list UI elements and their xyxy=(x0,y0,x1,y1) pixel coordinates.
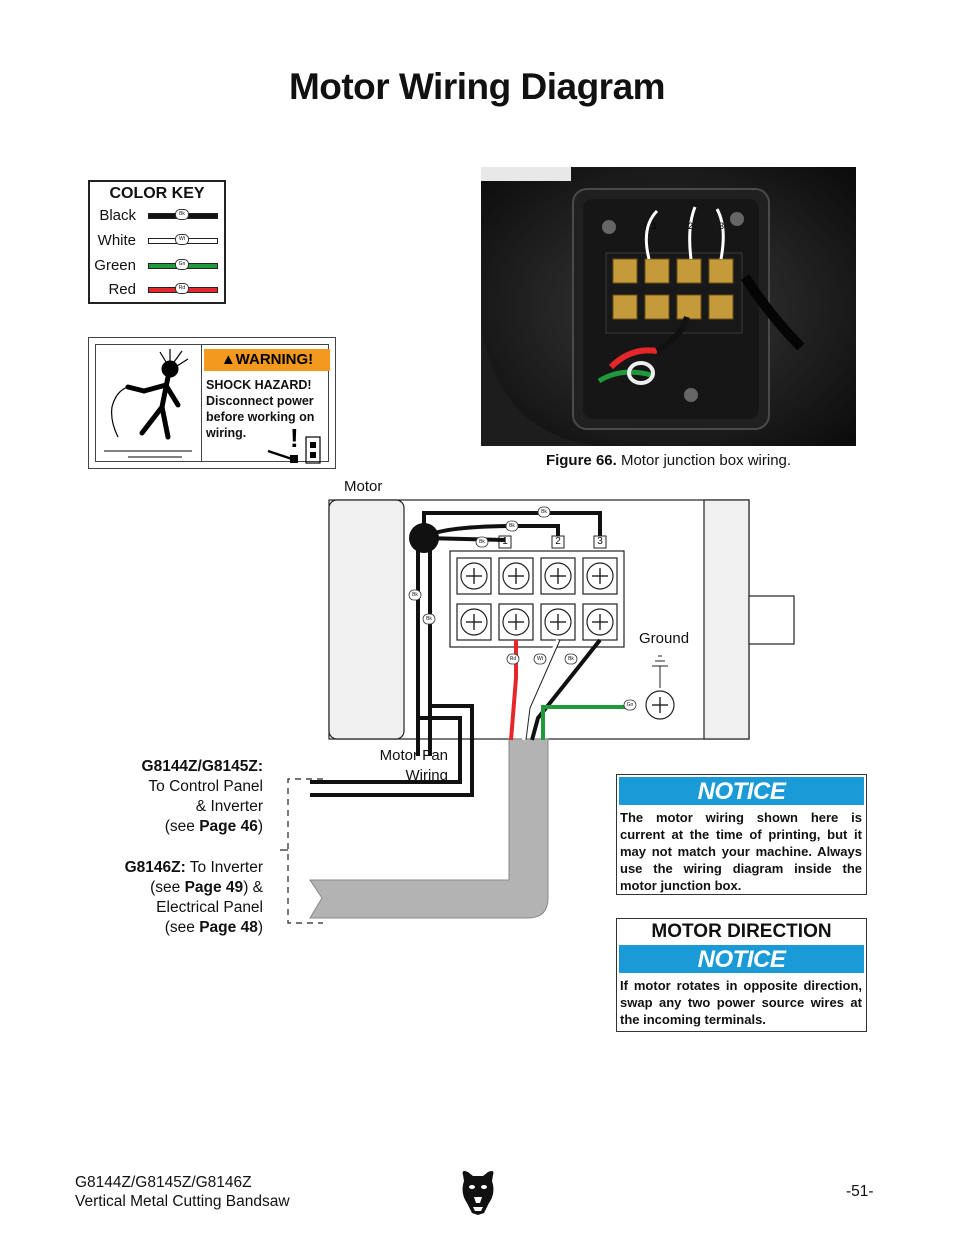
wire-tag-wt: Wt xyxy=(536,656,544,662)
wire-tag-bk: Bk xyxy=(541,509,547,515)
motor-label: Motor xyxy=(344,478,383,495)
wire-tag: Rd xyxy=(175,283,189,294)
wire-tag-rd: Rd xyxy=(509,656,517,662)
figure-caption-text: Motor junction box wiring. xyxy=(620,452,792,469)
side-a-page-ref: Page 46 xyxy=(199,818,258,835)
side-a-model: G8144Z/G8145Z: xyxy=(141,758,263,775)
figure-number: Figure 66. xyxy=(545,452,617,469)
side-b-see2-prefix: (see xyxy=(164,919,200,936)
photo-mark-2: 2 xyxy=(688,221,693,231)
wire-tag-gn: Gn xyxy=(626,702,634,708)
color-key-label: Black xyxy=(99,207,136,224)
warning-label: ▲WARNING! SHOCK HAZARD! Disconnect power… xyxy=(88,337,336,469)
fan-label-line1: Motor Fan xyxy=(379,747,448,764)
photo-mark-3: 3 xyxy=(719,221,724,231)
color-key-row-red: Red Rd xyxy=(90,281,224,299)
footer-model-line: G8144Z/G8145Z/G8146Z xyxy=(75,1174,252,1191)
fan-label-line2: Wiring xyxy=(405,767,448,784)
motor-fan-wiring-label: Motor Fan Wiring xyxy=(340,746,448,786)
footer-product-line: Vertical Metal Cutting Bandsaw xyxy=(75,1193,290,1210)
terminal-number-1: 1 xyxy=(502,536,508,547)
terminal-number-2: 2 xyxy=(555,536,561,547)
wire-tag: Gn xyxy=(175,259,189,270)
unplug-icon: ! xyxy=(267,425,321,464)
side-a-line2: & Inverter xyxy=(195,798,263,815)
wiring-diagram-svg xyxy=(280,499,795,924)
electrocution-figure-icon xyxy=(104,349,192,458)
color-key-label: Green xyxy=(94,257,136,274)
warning-banner-text: WARNING! xyxy=(235,351,314,368)
ground-label: Ground xyxy=(639,630,690,647)
color-key: COLOR KEY Black Bk White Wt Green Gn Red… xyxy=(88,180,226,304)
side-a-line1: To Control Panel xyxy=(148,778,263,795)
notice-text: The motor wiring shown here is current a… xyxy=(620,810,862,893)
color-key-label: Red xyxy=(108,281,136,298)
side-b-model: G8146Z: xyxy=(124,859,186,876)
wire-tag-bk: Bk xyxy=(568,656,574,662)
warning-triangle-icon: ▲ xyxy=(220,351,236,368)
side-b-see1-suffix: ) & xyxy=(243,879,263,896)
wiring-diagram: Motor Ground Motor Fan Wiring 1 2 3 Bk B… xyxy=(280,478,800,948)
page-title: Motor Wiring Diagram xyxy=(288,66,666,107)
figure-caption: Figure 66. Motor junction box wiring. xyxy=(481,452,856,469)
side-b-page-ref-2: Page 48 xyxy=(199,919,258,936)
side-b-line1: To Inverter xyxy=(185,859,263,876)
side-b-see1-prefix: (see xyxy=(150,879,185,896)
color-key-row-green: Green Gn xyxy=(90,257,224,275)
notice-text: If motor rotates in opposite direction, … xyxy=(620,978,862,1027)
side-b-line3: Electrical Panel xyxy=(156,899,263,916)
color-key-label: White xyxy=(97,232,136,249)
junction-box-illustration: 1 2 3 xyxy=(481,167,856,446)
wire-tag-bk: Bk xyxy=(412,592,418,598)
notice-banner: NOTICE xyxy=(619,777,864,805)
wire-tag-bk: Bk xyxy=(479,539,485,545)
side-b-page-ref-1: Page 49 xyxy=(184,879,244,896)
motor-direction-title: MOTOR DIRECTION xyxy=(651,921,832,942)
side-a-see-suffix: ) xyxy=(257,818,263,835)
motor-direction-notice: MOTOR DIRECTION NOTICE If motor rotates … xyxy=(616,918,867,1032)
warning-body: Disconnect power before working on wirin… xyxy=(206,394,315,440)
wire-tag: Wt xyxy=(175,234,189,245)
color-key-row-white: White Wt xyxy=(90,232,224,250)
page-number: -51- xyxy=(846,1183,874,1200)
side-a-see-prefix: (see xyxy=(164,818,200,835)
bear-logo-icon xyxy=(462,1171,494,1215)
color-key-row-black: Black Bk xyxy=(90,207,224,225)
warning-heading: SHOCK HAZARD! xyxy=(206,378,312,392)
notice-box: NOTICE The motor wiring shown here is cu… xyxy=(616,774,867,895)
g8146z-connection-note: G8146Z: To Inverter (see Page 49) & Elec… xyxy=(90,858,263,938)
photo-mark-1: 1 xyxy=(652,221,657,231)
color-key-title: COLOR KEY xyxy=(109,185,205,202)
terminal-number-3: 3 xyxy=(597,536,603,547)
wire-tag: Bk xyxy=(175,209,189,220)
warning-banner: ▲WARNING! xyxy=(204,349,330,371)
wire-tag-bk: Bk xyxy=(426,616,432,622)
svg-text:!: ! xyxy=(290,425,299,453)
wire-tag-bk: Bk xyxy=(509,523,515,529)
g8144z-connection-note: G8144Z/G8145Z: To Control Panel & Invert… xyxy=(90,757,263,837)
notice-banner: NOTICE xyxy=(619,945,864,973)
footer-model-info: G8144Z/G8145Z/G8146Z Vertical Metal Cutt… xyxy=(75,1173,290,1211)
side-b-see2-suffix: ) xyxy=(257,919,263,936)
warning-text: SHOCK HAZARD! Disconnect power before wo… xyxy=(206,377,332,441)
junction-box-photo: 1 2 3 xyxy=(481,167,856,446)
